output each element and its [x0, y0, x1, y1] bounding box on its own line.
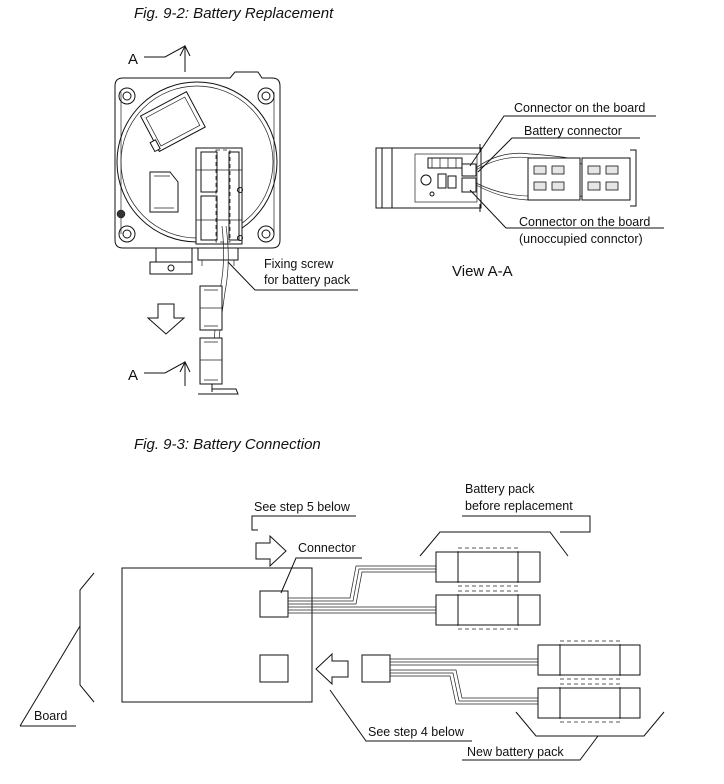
see-step-5-label: See step 5 below [254, 500, 351, 514]
figure-9-2-caption: Fig. 9-2: Battery Replacement [134, 5, 334, 22]
section-mark-top: A [128, 44, 191, 72]
pack-before-label-2: before replacement [465, 499, 573, 513]
section-mark-top-label: A [128, 51, 138, 68]
connector-on-board-2-label-2: (unoccupied connctor) [519, 232, 643, 246]
battery-connector-label: Battery connector [524, 124, 622, 138]
view-callouts: Connector on the board Battery connector… [469, 101, 664, 246]
figure-9-3: Board Connector See step 5 below [19, 482, 665, 761]
board-label: Board [34, 709, 67, 723]
new-battery-pack-label: New battery pack [467, 745, 564, 759]
down-arrow [146, 303, 186, 335]
new-pack-connector [361, 654, 391, 683]
connector-on-board-label: Connector on the board [514, 101, 645, 115]
step-5-arrow [255, 534, 287, 568]
board-brace [79, 572, 95, 703]
new-pack-cables [390, 658, 538, 705]
controller-housing [114, 71, 281, 275]
view-a-a: View A-A [375, 144, 637, 280]
figure-9-2: A [114, 44, 664, 395]
old-pack-cables [288, 565, 436, 614]
new-battery-pack: New battery pack [462, 640, 665, 761]
section-mark-bottom-label: A [128, 367, 138, 384]
old-battery-pack: Battery pack before replacement [419, 482, 591, 630]
see-step-4-label: See step 4 below [368, 725, 465, 739]
fixing-screw-label-2: for battery pack [264, 273, 351, 287]
section-mark-bottom: A [128, 360, 191, 386]
fixing-screw-label-1: Fixing screw [264, 257, 334, 271]
figure-9-3-caption: Fig. 9-3: Battery Connection [134, 436, 321, 453]
view-a-a-label: View A-A [452, 263, 513, 280]
removed-battery-pack [198, 225, 239, 395]
board-connector-occupied [259, 590, 289, 618]
connector-on-board-2-label-1: Connector on the board [519, 215, 650, 229]
board-outline [121, 567, 313, 703]
step-4-arrow [315, 652, 349, 686]
pack-before-label-1: Battery pack [465, 482, 535, 496]
fixing-screw-callout: Fixing screw for battery pack [227, 257, 358, 291]
board-connector-empty [259, 654, 289, 683]
connector-label: Connector [298, 541, 356, 555]
